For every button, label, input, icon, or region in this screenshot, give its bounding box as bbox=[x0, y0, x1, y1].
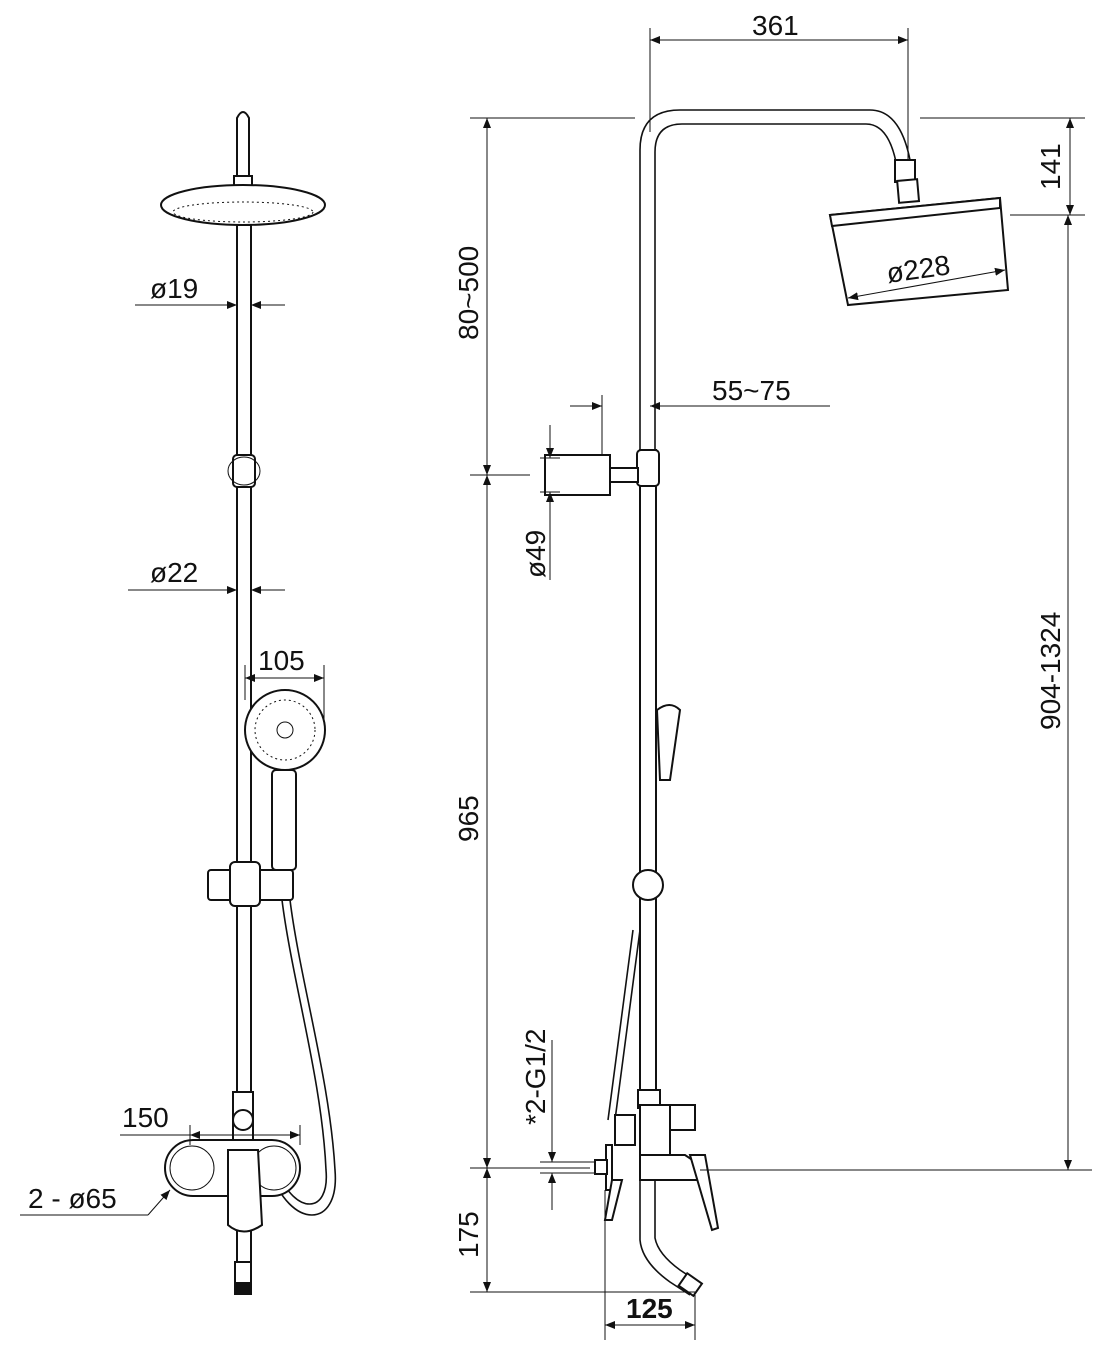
dim-total-range: 904-1324 bbox=[1035, 612, 1066, 730]
dim-connection: *2-G1/2 bbox=[520, 1029, 551, 1126]
diverter-side bbox=[639, 1104, 671, 1161]
riser-holder bbox=[232, 454, 256, 488]
dim-flanges: 2 - ø65 bbox=[28, 1183, 117, 1214]
hose-side bbox=[607, 929, 641, 1121]
dim-bracket-diameter: ø49 bbox=[520, 530, 551, 578]
riser-pipe-side bbox=[639, 449, 657, 1101]
dim-top-pipe: ø19 bbox=[150, 273, 198, 304]
flange-left bbox=[169, 1145, 215, 1191]
hand-shower-handle bbox=[271, 769, 297, 871]
dim-head-reach: 361 bbox=[752, 10, 799, 41]
side-view: 361 141 ø228 904-1324 80~500 965 175 55~… bbox=[453, 10, 1092, 1340]
mixer-lever bbox=[227, 1149, 264, 1233]
wall-bracket bbox=[544, 454, 611, 496]
dim-hand-shower: 105 bbox=[258, 645, 305, 676]
rain-shower-head bbox=[160, 184, 326, 226]
dim-lower-pipe: ø22 bbox=[150, 557, 198, 588]
riser-holder-side bbox=[636, 449, 660, 487]
dim-mixer-width: 150 bbox=[122, 1102, 169, 1133]
dim-rail-height: 965 bbox=[453, 795, 484, 842]
dim-spout-height: 175 bbox=[453, 1211, 484, 1258]
dim-spout-reach: 125 bbox=[626, 1293, 673, 1324]
front-view: ø19 ø22 105 150 2 - ø65 bbox=[20, 111, 337, 1295]
spout-side bbox=[639, 1180, 699, 1296]
hand-shower-side bbox=[655, 704, 682, 781]
lever-side bbox=[688, 1154, 720, 1232]
hand-shower-head bbox=[244, 689, 326, 771]
hose bbox=[269, 899, 337, 1216]
top-arm bbox=[236, 111, 250, 181]
dim-bracket-offset: 55~75 bbox=[712, 375, 791, 406]
shower-arm bbox=[639, 109, 911, 460]
slider-knob bbox=[632, 869, 664, 901]
dim-top-adjust: 80~500 bbox=[453, 246, 484, 340]
dim-head-height: 141 bbox=[1035, 143, 1066, 190]
